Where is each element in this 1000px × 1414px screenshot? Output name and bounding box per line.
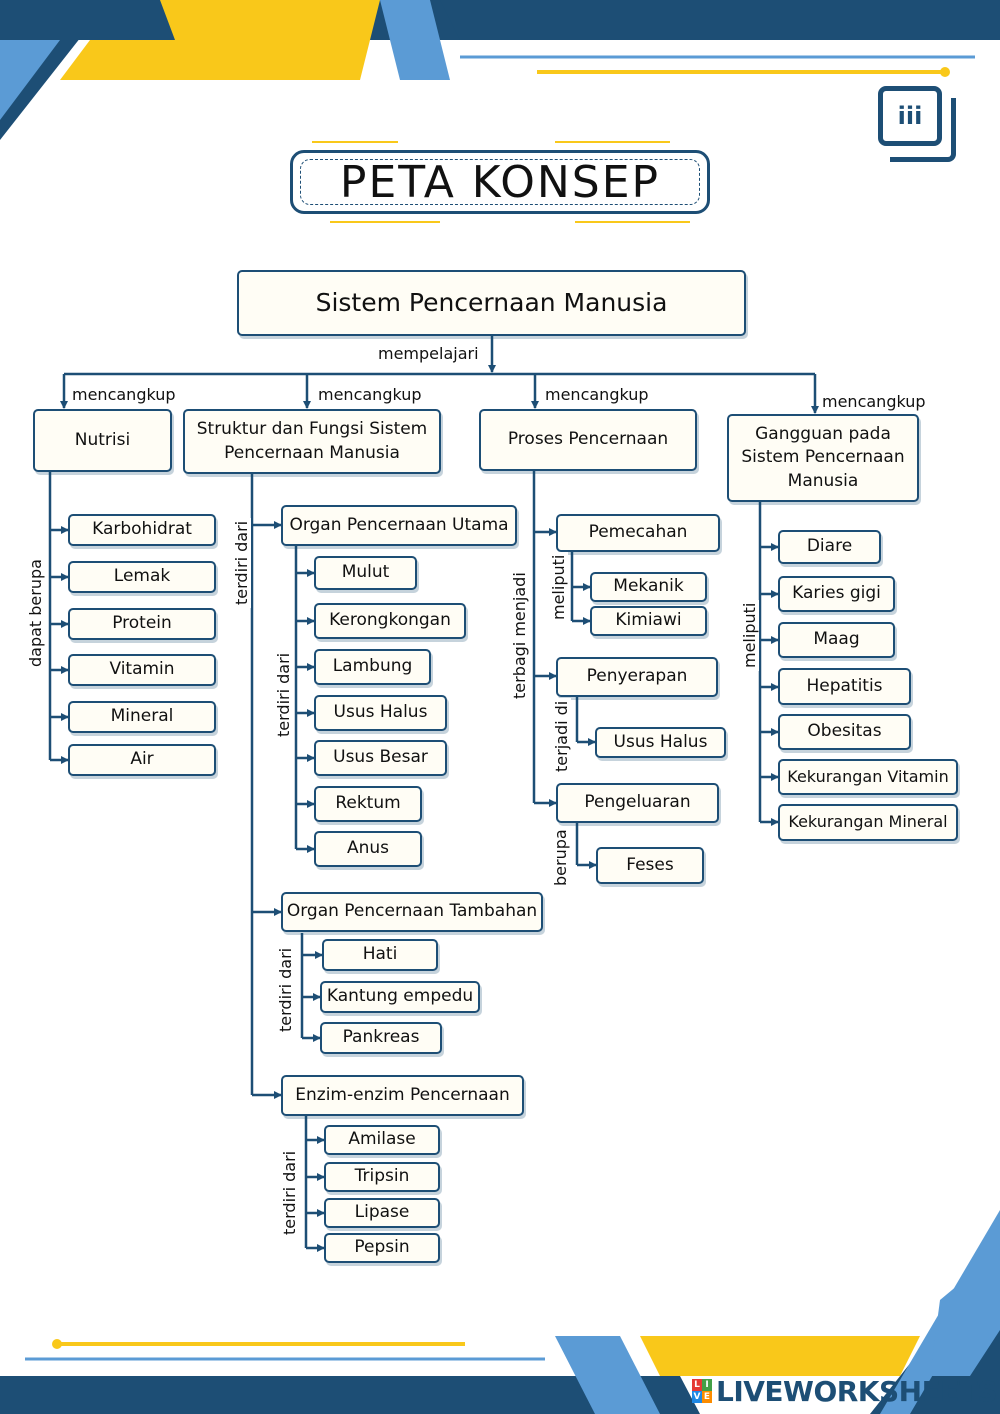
node-protein: Protein bbox=[68, 608, 216, 640]
node-hepatitis: Hepatitis bbox=[778, 668, 911, 705]
copy-icon: iii bbox=[878, 86, 942, 146]
node-penyerapan: Penyerapan bbox=[556, 657, 718, 697]
page-title: PETA KONSEP bbox=[300, 157, 700, 208]
node-mineral: Mineral bbox=[68, 701, 216, 733]
node-kantung-empedu: Kantung empedu bbox=[320, 981, 480, 1013]
label-terdiri-dari-tambahan: terdiri dari bbox=[276, 944, 295, 1035]
node-usus-halus-penyerapan: Usus Halus bbox=[595, 727, 726, 758]
label-mencangkup-gangguan: mencangkup bbox=[820, 392, 928, 411]
root-node: Sistem Pencernaan Manusia bbox=[237, 270, 746, 336]
node-anus: Anus bbox=[314, 831, 422, 867]
label-terdiri-dari-struktur: terdiri dari bbox=[232, 517, 251, 608]
label-terjadi-di: terjadi di bbox=[552, 697, 571, 775]
label-dapat-berupa: dapat berupa bbox=[26, 556, 45, 670]
label-meliputi-pemecahan: meliputi bbox=[549, 551, 568, 623]
node-lambung: Lambung bbox=[314, 649, 431, 685]
node-karbohidrat: Karbohidrat bbox=[68, 514, 216, 546]
brand-text: LIVEWORKSHEETS bbox=[716, 1374, 998, 1408]
label-terdiri-dari-utama: terdiri dari bbox=[274, 649, 293, 740]
label-mempelajari: mempelajari bbox=[376, 344, 481, 363]
node-pengeluaran: Pengeluaran bbox=[556, 783, 719, 823]
node-enzim: Enzim-enzim Pencernaan bbox=[281, 1075, 524, 1116]
node-kekurangan-vitamin: Kekurangan Vitamin bbox=[778, 759, 958, 795]
node-gangguan: Gangguan pada Sistem Pencernaan Manusia bbox=[727, 414, 919, 502]
label-meliputi-gangguan: meliputi bbox=[740, 599, 759, 671]
label-terdiri-dari-enzim: terdiri dari bbox=[280, 1147, 299, 1238]
node-nutrisi: Nutrisi bbox=[33, 409, 172, 472]
label-mencangkup-nutrisi: mencangkup bbox=[70, 385, 178, 404]
node-struktur: Struktur dan Fungsi Sistem Pencernaan Ma… bbox=[183, 409, 441, 474]
title-frame: PETA KONSEP bbox=[290, 150, 710, 214]
node-organ-utama: Organ Pencernaan Utama bbox=[281, 505, 517, 546]
node-usus-besar: Usus Besar bbox=[314, 740, 447, 776]
node-pepsin: Pepsin bbox=[324, 1233, 440, 1263]
node-lipase: Lipase bbox=[324, 1198, 440, 1228]
node-diare: Diare bbox=[778, 530, 881, 564]
label-mencangkup-struktur: mencangkup bbox=[316, 385, 424, 404]
node-pemecahan: Pemecahan bbox=[556, 514, 720, 552]
node-lemak: Lemak bbox=[68, 561, 216, 593]
node-proses: Proses Pencernaan bbox=[479, 409, 697, 471]
node-karies-gigi: Karies gigi bbox=[778, 576, 895, 612]
node-rektum: Rektum bbox=[314, 786, 422, 822]
node-kekurangan-mineral: Kekurangan Mineral bbox=[778, 804, 958, 841]
node-amilase: Amilase bbox=[324, 1125, 440, 1155]
node-organ-tambahan: Organ Pencernaan Tambahan bbox=[281, 892, 543, 932]
node-hati: Hati bbox=[322, 939, 438, 971]
node-mekanik: Mekanik bbox=[590, 572, 707, 602]
node-tripsin: Tripsin bbox=[324, 1162, 440, 1192]
node-mulut: Mulut bbox=[314, 556, 417, 590]
node-air: Air bbox=[68, 744, 216, 776]
node-pankreas: Pankreas bbox=[320, 1022, 442, 1054]
label-mencangkup-proses: mencangkup bbox=[543, 385, 651, 404]
label-terbagi-menjadi: terbagi menjadi bbox=[510, 569, 529, 702]
node-vitamin: Vitamin bbox=[68, 654, 216, 686]
node-kerongkongan: Kerongkongan bbox=[314, 603, 466, 639]
node-kimiawi: Kimiawi bbox=[590, 606, 707, 636]
node-usus-halus-organ: Usus Halus bbox=[314, 695, 447, 731]
corner-icon-shadow bbox=[890, 98, 956, 162]
label-berupa: berupa bbox=[551, 826, 570, 889]
node-obesitas: Obesitas bbox=[778, 714, 911, 750]
node-feses: Feses bbox=[596, 847, 704, 884]
node-maag: Maag bbox=[778, 622, 895, 658]
